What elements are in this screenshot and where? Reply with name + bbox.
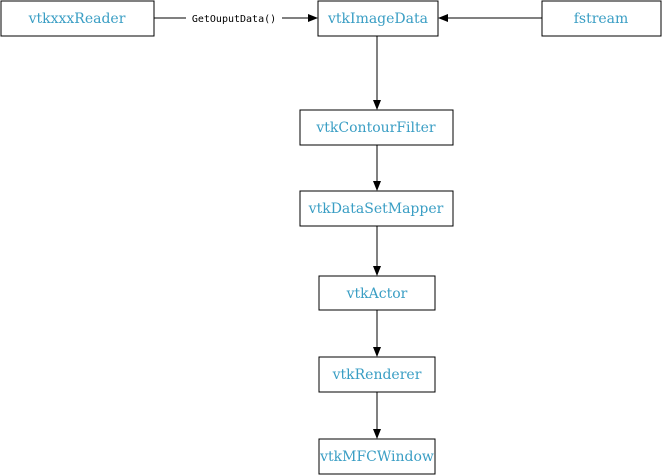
node-label: vtkRenderer: [332, 367, 422, 383]
node-vtkxxxreader: vtkxxxReader: [0, 0, 155, 37]
node-vtkdatasetmapper: vtkDataSetMapper: [299, 190, 454, 227]
node-label: vtkDataSetMapper: [308, 201, 444, 217]
node-label: vtkMFCWindow: [319, 449, 434, 465]
node-label: vtkxxxReader: [28, 11, 126, 27]
node-label: vtkActor: [346, 286, 408, 302]
node-vtkactor: vtkActor: [318, 275, 436, 311]
edge-label-background: [186, 11, 282, 25]
node-label: vtkContourFilter: [315, 120, 436, 136]
edge-label-getouputdata: GetOuputData(): [192, 14, 276, 25]
node-vtkrenderer: vtkRenderer: [318, 356, 436, 393]
node-vtkcontourfilter: vtkContourFilter: [299, 109, 454, 146]
node-fstream: fstream: [541, 0, 662, 37]
node-label: vtkImageData: [327, 11, 428, 27]
node-label: fstream: [574, 11, 629, 27]
node-vtkmfcwindow: vtkMFCWindow: [318, 438, 436, 475]
node-vtkimagedata: vtkImageData: [317, 0, 439, 37]
